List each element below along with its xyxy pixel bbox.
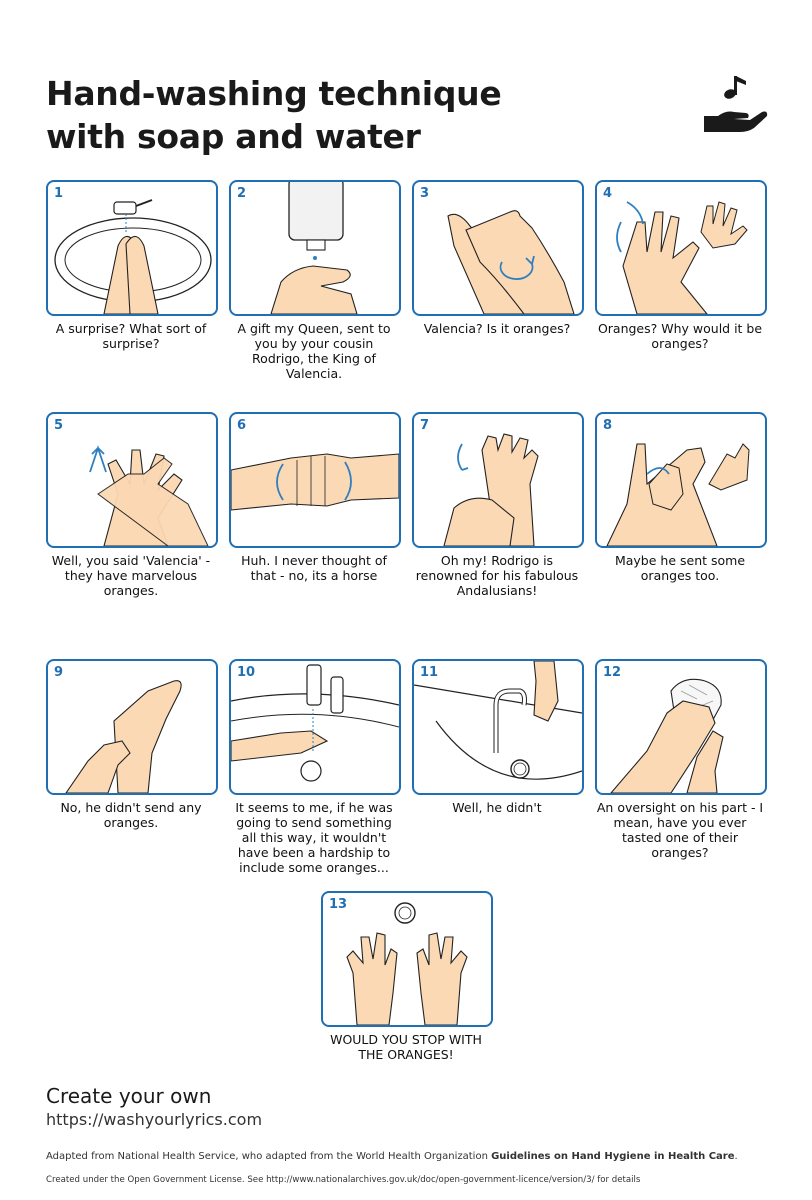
- step-caption: Valencia? Is it oranges?: [423, 321, 571, 336]
- step-card: 12: [595, 659, 767, 795]
- step-caption: Well, you said 'Valencia' - they have ma…: [51, 553, 211, 598]
- step-number: 9: [54, 665, 64, 680]
- step-13: 13 WOULD YOU STOP WITH THE ORANGES!: [321, 891, 493, 1062]
- create-your-own-link[interactable]: https://washyourlyrics.com: [46, 1110, 263, 1129]
- step-number: 8: [603, 418, 613, 433]
- credits-text: Adapted from National Health Service, wh…: [46, 1150, 776, 1163]
- step-card: 10: [229, 659, 401, 795]
- step-caption: Oh my! Rodrigo is renowned for his fabul…: [415, 553, 579, 598]
- rotational-thumb-rub-icon: [443, 433, 539, 546]
- step-2: 2 A gift my Queen, sent to you by your c…: [229, 180, 401, 381]
- step-8: 8 Maybe he sent some oranges too.: [595, 412, 767, 583]
- fingertips-rub-icon: [606, 443, 750, 546]
- step-9: 9 No, he didn't send any oranges.: [46, 659, 218, 830]
- license-text: Created under the Open Government Licens…: [46, 1175, 641, 1185]
- step-number: 5: [54, 418, 64, 433]
- step-number: 4: [603, 186, 613, 201]
- step-card: 7: [412, 412, 584, 548]
- step-10: 10 It seems to me, if he was going to se…: [229, 659, 401, 875]
- turn-off-tap-icon: [414, 661, 582, 780]
- credits-end: .: [734, 1151, 738, 1162]
- step-card: 3: [412, 180, 584, 316]
- title-line-1: Hand-washing technique: [46, 74, 502, 113]
- step-number: 3: [420, 186, 430, 201]
- rinse-hands-icon: [231, 664, 399, 782]
- step-card: 1: [46, 180, 218, 316]
- step-11: 11 Well, he didn't: [412, 659, 584, 815]
- step-caption: WOULD YOU STOP WITH THE ORANGES!: [330, 1032, 482, 1062]
- step-caption: Maybe he sent some oranges too.: [614, 553, 746, 583]
- step-caption: Oranges? Why would it be oranges?: [597, 321, 763, 351]
- step-number: 7: [420, 418, 430, 433]
- step-5: 5 Well, you said 'Valencia' - they have …: [46, 412, 218, 598]
- step-caption: An oversight on his part - I mean, have …: [596, 800, 764, 860]
- step-card: 6: [229, 412, 401, 548]
- back-of-hands-icon: [616, 201, 748, 314]
- step-caption: It seems to me, if he was going to send …: [235, 800, 393, 875]
- hand-with-music-note-icon: [704, 76, 768, 132]
- step-number: 11: [420, 665, 439, 680]
- step-number: 2: [237, 186, 247, 201]
- step-4: 4 Oranges? Why would it be oranges?: [595, 180, 767, 351]
- step-card: 2: [229, 180, 401, 316]
- credits-guidelines-title: Guidelines on Hand Hygiene in Health Car…: [491, 1151, 735, 1162]
- step-caption: A gift my Queen, sent to you by your cou…: [237, 321, 391, 381]
- step-1: 1 A surprise? What sort of surprise?: [46, 180, 218, 351]
- step-7: 7 Oh my! Rodrigo is renowned for his fab…: [412, 412, 584, 598]
- wet-hands-under-tap-icon: [54, 199, 212, 314]
- step-12: 12 An oversight on his part - I mean, ha…: [595, 659, 767, 860]
- step-caption: No, he didn't send any oranges.: [60, 800, 202, 830]
- step-card: 5: [46, 412, 218, 548]
- interlaced-fingers-icon: [89, 445, 209, 546]
- step-card: 9: [46, 659, 218, 795]
- page-title: Hand-washing technique with soap and wat…: [46, 72, 502, 158]
- credits-intro: Adapted from National Health Service, wh…: [46, 1151, 492, 1162]
- create-your-own-heading: Create your own: [46, 1084, 212, 1108]
- dry-with-towel-icon: [610, 678, 724, 793]
- title-line-2: with soap and water: [46, 117, 421, 156]
- clean-hands-icon: [346, 902, 468, 1025]
- step-card: 13: [321, 891, 493, 1027]
- rub-palms-icon: [447, 210, 575, 314]
- step-number: 13: [329, 897, 348, 912]
- fingers-interlocked-icon: [231, 453, 399, 511]
- step-card: 11: [412, 659, 584, 795]
- wrist-rub-icon: [65, 680, 182, 793]
- step-caption: Huh. I never thought of that - no, its a…: [241, 553, 387, 583]
- step-card: 4: [595, 180, 767, 316]
- step-caption: Well, he didn't: [452, 800, 542, 815]
- step-card: 8: [595, 412, 767, 548]
- step-number: 1: [54, 186, 64, 201]
- step-number: 12: [603, 665, 622, 680]
- soap-dispenser-icon: [270, 182, 358, 314]
- step-3: 3 Valencia? Is it oranges?: [412, 180, 584, 336]
- step-caption: A surprise? What sort of surprise?: [55, 321, 207, 351]
- step-number: 6: [237, 418, 247, 433]
- step-number: 10: [237, 665, 256, 680]
- step-6: 6 Huh. I never thought of that - no, its…: [229, 412, 401, 583]
